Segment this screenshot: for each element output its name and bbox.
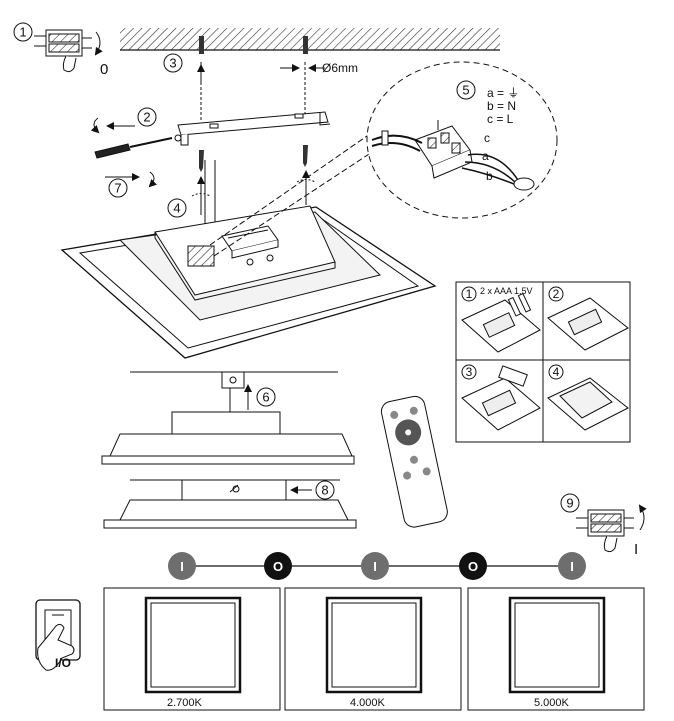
wall-switch: I/O bbox=[35, 599, 81, 671]
step-5-circle bbox=[456, 80, 476, 100]
sequence-label-2: O bbox=[273, 559, 283, 574]
wire-b-label: b bbox=[486, 169, 493, 183]
sequence-label-4: O bbox=[468, 559, 478, 574]
hand-press-icon bbox=[37, 623, 75, 671]
breaker-off-icon bbox=[34, 29, 103, 73]
battery-panel-2-number: 2 bbox=[553, 287, 560, 301]
battery-spec: 2 x AAA 1,5V bbox=[480, 286, 533, 296]
battery-panel-2-circle bbox=[548, 286, 564, 302]
step-7-tighten: 7 bbox=[105, 171, 158, 198]
step-3-drill: 3 Ø6mm bbox=[163, 53, 358, 120]
legend-b: b = N bbox=[487, 99, 516, 113]
step-9-circle bbox=[560, 493, 580, 513]
wall-switch-label: I/O bbox=[55, 656, 71, 670]
lamp-housing-bottom bbox=[181, 479, 287, 501]
sequence-step-5: I bbox=[558, 552, 586, 580]
driver-box bbox=[221, 225, 279, 259]
step-5-wiring-detail: 5 a = ⏚ b = N c = L c a b bbox=[366, 61, 558, 219]
lamp-square-2 bbox=[325, 596, 423, 694]
ceiling bbox=[120, 28, 500, 54]
step-6-attach: 6 bbox=[101, 371, 355, 465]
temp-label-1: 2.700K bbox=[167, 697, 203, 709]
temp-label-3: 5.000K bbox=[534, 697, 570, 709]
breaker-off-label: 0 bbox=[100, 61, 108, 78]
step-2-screwdriver: 2 bbox=[90, 107, 182, 159]
battery-panel-3-number: 3 bbox=[466, 365, 473, 379]
step-9-number: 9 bbox=[566, 496, 573, 511]
battery-panel-3-circle bbox=[461, 364, 477, 380]
screw-right-icon bbox=[303, 145, 308, 167]
mount-block bbox=[221, 371, 245, 389]
sequence-dot-1 bbox=[168, 552, 196, 580]
battery-panel-4-number: 4 bbox=[553, 365, 560, 379]
lamp-diffuser-bottom bbox=[119, 499, 349, 521]
battery-panel-4-circle bbox=[548, 364, 564, 380]
step-5-number: 5 bbox=[462, 83, 469, 98]
connector-block-icon bbox=[414, 120, 473, 179]
battery-instructions: 1 2 x AAA 1,5V 2 3 4 bbox=[455, 281, 631, 443]
sequence-step-4: O bbox=[459, 552, 487, 580]
step-7-circle bbox=[108, 178, 128, 198]
sequence-label-3: I bbox=[373, 559, 377, 574]
ceiling-hatch bbox=[120, 28, 500, 50]
luminaire-base bbox=[60, 119, 437, 359]
screwdriver-icon bbox=[94, 134, 182, 159]
drill-hole-left bbox=[199, 36, 204, 54]
step-4-screws: 4 bbox=[167, 145, 316, 232]
step-1-number: 1 bbox=[19, 25, 26, 40]
terminal-block bbox=[187, 245, 215, 267]
step-8-circle bbox=[315, 480, 335, 500]
step-8-number: 8 bbox=[321, 483, 328, 498]
remote-control-icon bbox=[380, 395, 448, 528]
battery-1-icon bbox=[507, 296, 522, 317]
step-1-circle bbox=[13, 22, 33, 42]
wire-a-label: a bbox=[482, 149, 489, 163]
battery-cover-icon bbox=[498, 365, 528, 387]
sequence-step-1: I bbox=[168, 552, 196, 580]
drill-hole-right bbox=[303, 36, 308, 54]
lamp-square-3 bbox=[508, 596, 606, 694]
legend-c: c = L bbox=[487, 112, 514, 126]
battery-2-icon bbox=[517, 292, 532, 313]
step-9-breaker-on: 9 I bbox=[560, 493, 647, 558]
sequence-step-2: O bbox=[264, 552, 292, 580]
breaker-on-label: I bbox=[634, 541, 638, 558]
mounting-bracket bbox=[177, 111, 331, 146]
battery-panel-1-circle bbox=[461, 286, 477, 302]
step-3-number: 3 bbox=[169, 56, 176, 71]
sequence-dot-2 bbox=[264, 552, 292, 580]
step-3-circle bbox=[163, 53, 183, 73]
step-4-number: 4 bbox=[173, 201, 180, 216]
step-7-number: 7 bbox=[114, 181, 121, 196]
sequence-step-3: I bbox=[361, 552, 389, 580]
sequence-label-1: I bbox=[180, 559, 184, 574]
sequence-dot-3 bbox=[361, 552, 389, 580]
step-2-circle bbox=[137, 107, 157, 127]
sequence-dot-5 bbox=[558, 552, 586, 580]
color-temp-panels: 2.700K 4.000K 5.000K bbox=[103, 587, 645, 711]
step-8-lock: 8 bbox=[103, 479, 357, 529]
breaker-on-icon bbox=[576, 504, 647, 553]
step-2-number: 2 bbox=[143, 110, 150, 125]
wiring-legend: a = ⏚ b = N c = L bbox=[487, 86, 519, 126]
sequence-dot-4 bbox=[459, 552, 487, 580]
lamp-square-1 bbox=[144, 596, 242, 694]
screw-left-icon bbox=[199, 150, 204, 172]
lamp-diffuser-top bbox=[109, 433, 353, 457]
step-1-breaker-off: 1 0 bbox=[13, 22, 108, 78]
battery-panel-1-number: 1 bbox=[466, 287, 473, 301]
lamp-housing-top bbox=[171, 411, 281, 435]
wire-c-label: c bbox=[484, 131, 490, 145]
switch-sequence: I O I O I bbox=[168, 552, 586, 580]
step-4-circle bbox=[167, 198, 187, 218]
legend-a: a = ⏚ bbox=[487, 86, 519, 100]
sequence-label-5: I bbox=[570, 559, 574, 574]
drill-diameter-label: Ø6mm bbox=[322, 61, 358, 75]
temp-label-2: 4.000K bbox=[350, 697, 386, 709]
step-6-number: 6 bbox=[262, 390, 269, 405]
step-6-circle bbox=[256, 387, 276, 407]
